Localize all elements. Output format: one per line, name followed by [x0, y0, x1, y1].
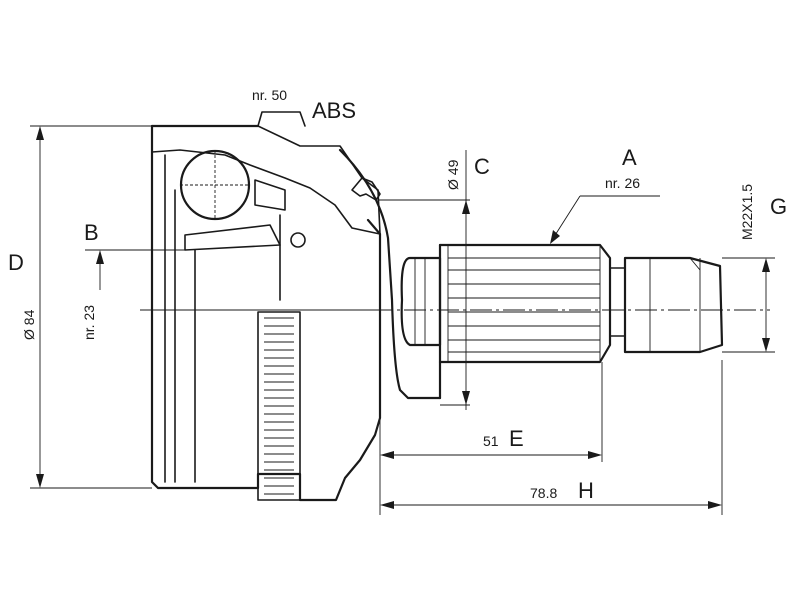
dim-d [30, 125, 152, 489]
label-d-diameter: Ø 84 [21, 309, 37, 340]
label-c: C [474, 154, 490, 179]
joint-housing [150, 111, 442, 502]
label-h: H [578, 478, 594, 503]
label-abs: ABS [312, 98, 356, 123]
splined-shaft [400, 243, 724, 400]
dim-b [85, 249, 190, 290]
label-c-diameter: Ø 49 [445, 159, 461, 190]
label-a: A [622, 145, 637, 170]
label-h-value: 78.8 [530, 485, 557, 501]
abs-tone-ring [257, 311, 301, 501]
shaft-collar [400, 256, 442, 347]
abs-tab [257, 111, 306, 127]
label-e-value: 51 [483, 433, 499, 449]
dim-g [722, 257, 775, 353]
dim-c [378, 150, 470, 410]
label-a-part: nr. 26 [605, 175, 640, 191]
label-thread: M22X1.5 [739, 184, 755, 240]
label-b-part: nr. 23 [81, 305, 97, 340]
threaded-end [623, 256, 724, 354]
dim-h [380, 360, 723, 515]
dim-a [550, 195, 660, 244]
label-abs-part: nr. 50 [252, 87, 287, 103]
label-d: D [8, 250, 24, 275]
label-b: B [84, 220, 99, 245]
spline-body [438, 243, 612, 364]
inner-race [184, 224, 281, 251]
label-g: G [770, 194, 787, 219]
housing-outline [150, 124, 382, 502]
dim-e [379, 362, 603, 515]
label-e: E [509, 426, 524, 451]
housing-top-section [151, 125, 381, 235]
